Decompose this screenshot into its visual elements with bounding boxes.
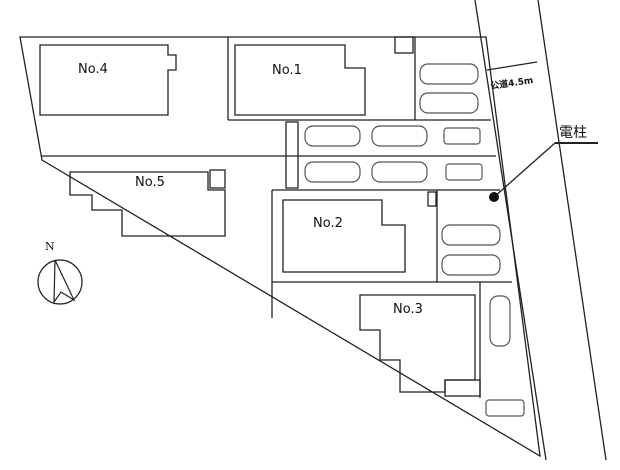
car-icon xyxy=(445,163,483,181)
steps xyxy=(209,169,226,189)
steps xyxy=(285,121,299,189)
road-width-arrow xyxy=(486,61,538,71)
car-icon xyxy=(304,161,361,183)
steps xyxy=(444,379,481,397)
lot-label-no3: No.3 xyxy=(393,302,423,317)
lot-label-no2: No.2 xyxy=(313,216,343,231)
building-no5 xyxy=(69,171,226,237)
car-icon xyxy=(371,125,428,147)
parking-cars xyxy=(304,63,525,417)
steps xyxy=(394,36,414,54)
car-icon xyxy=(489,295,511,347)
steps xyxy=(427,191,437,207)
car-icon xyxy=(441,224,501,246)
building-no1 xyxy=(234,44,366,116)
north-compass-icon xyxy=(37,259,83,305)
building-no3 xyxy=(359,294,476,393)
building-no2 xyxy=(282,199,406,273)
building-no4 xyxy=(39,44,177,116)
pole-leader-line xyxy=(493,142,556,198)
lot-label-no5: No.5 xyxy=(135,175,165,190)
car-icon xyxy=(419,92,479,114)
utility-pole-marker xyxy=(489,192,499,202)
lot-label-no4: No.4 xyxy=(78,62,108,77)
road-edge-west xyxy=(474,0,547,461)
car-icon xyxy=(419,63,479,85)
lot-label-no1: No.1 xyxy=(272,63,302,78)
car-icon xyxy=(371,161,428,183)
utility-pole-label: 電柱 xyxy=(559,125,587,141)
road-edge-east xyxy=(537,0,607,461)
car-icon xyxy=(441,254,501,276)
lot-boundary xyxy=(19,36,541,458)
compass-north-label: N xyxy=(45,240,55,253)
car-icon xyxy=(304,125,361,147)
car-icon xyxy=(485,399,525,417)
car-icon xyxy=(443,127,481,145)
